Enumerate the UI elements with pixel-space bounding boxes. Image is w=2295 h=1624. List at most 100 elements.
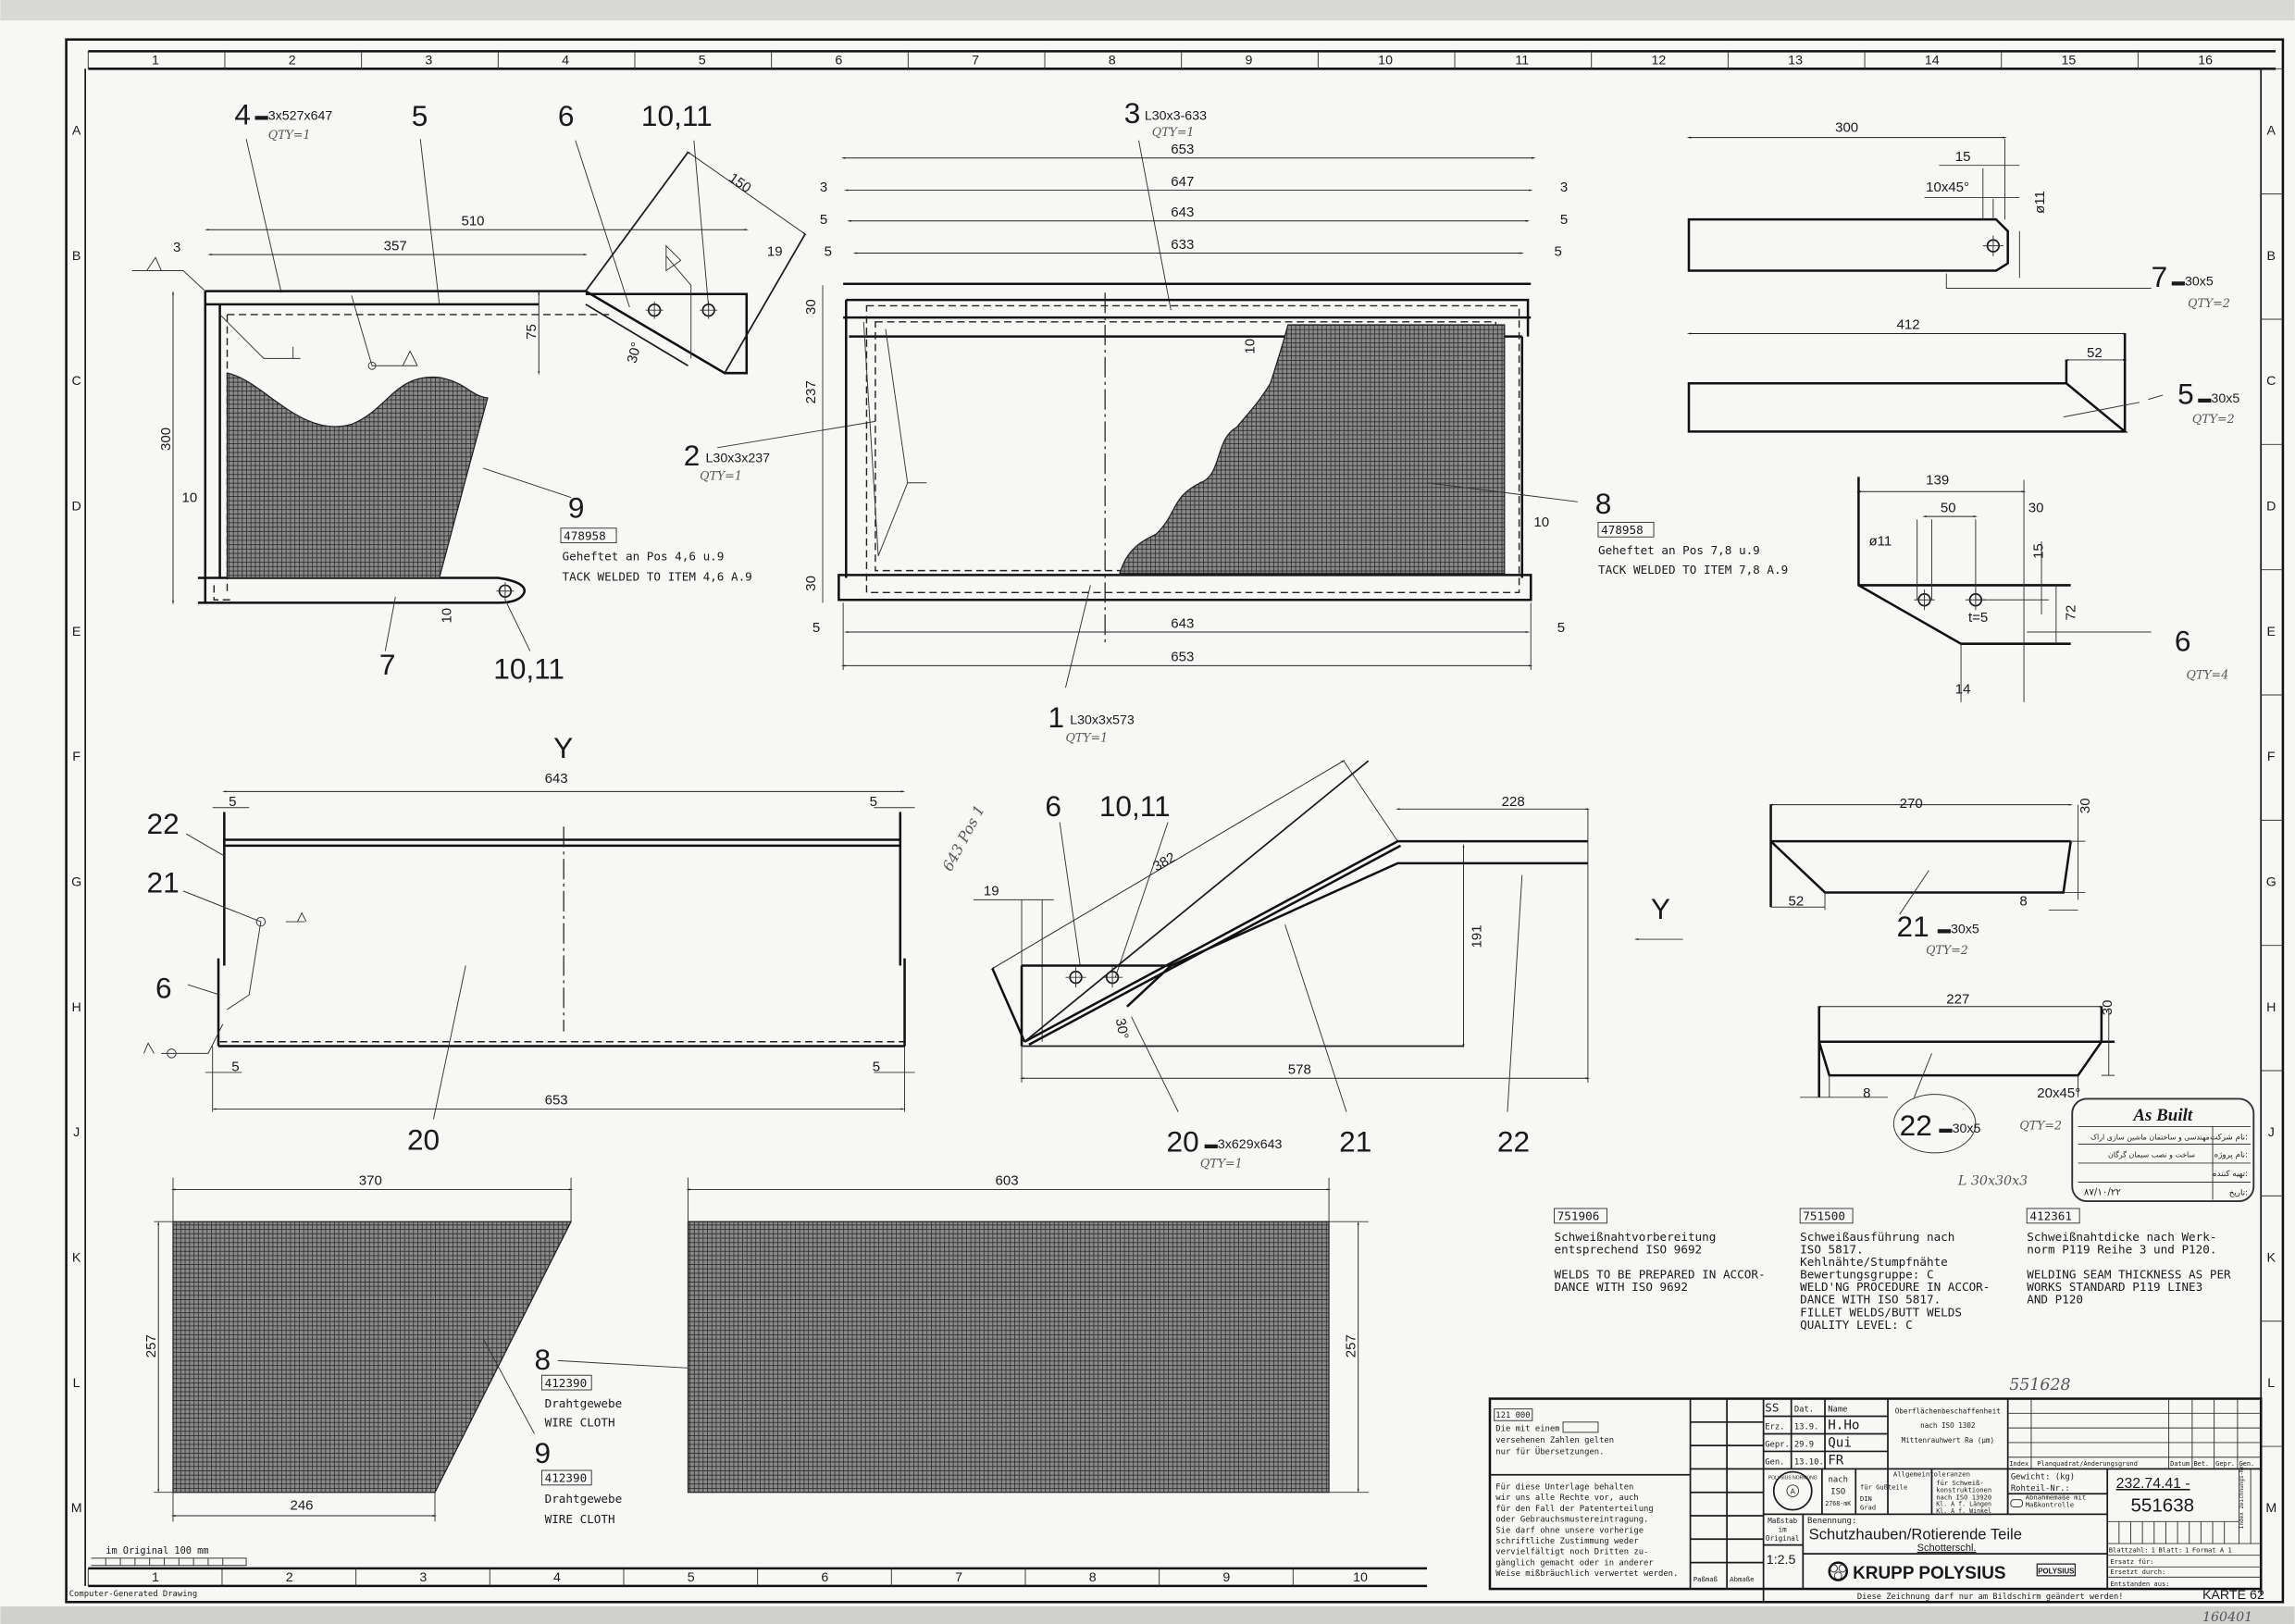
side-item-22: 22 xyxy=(1497,1124,1530,1158)
as-built-prepared-label: تهیه کننده: xyxy=(2213,1170,2248,1179)
column-number: 12 xyxy=(1652,54,1667,68)
item-2-label: 2 xyxy=(684,439,701,472)
part8-dim-603: 603 xyxy=(996,1173,1019,1189)
wire-mesh-8-partial xyxy=(1119,324,1506,575)
part9-dim-246: 246 xyxy=(290,1498,313,1514)
dim-3-right: 3 xyxy=(1560,180,1568,195)
item-4-label: 4 xyxy=(234,97,251,130)
dim-5-left-b: 5 xyxy=(825,244,832,260)
dim-3-left: 3 xyxy=(820,180,827,195)
view-y-dim-5-bl: 5 xyxy=(231,1059,239,1074)
tb-surface-1: Oberflächenbeschaffenheit xyxy=(1895,1407,2001,1415)
dim-10-right: 10 xyxy=(1533,514,1549,530)
weld-note-code: 751906 xyxy=(1557,1209,1600,1223)
bottom-column-number: 10 xyxy=(1353,1570,1368,1585)
part9-dim-370: 370 xyxy=(359,1173,382,1189)
dim-10-bottom: 10 xyxy=(439,608,454,624)
item-10-11-label: 10,11 xyxy=(641,99,713,132)
dim-30-bottom: 30 xyxy=(803,576,819,591)
side-item-20-qty: QTY=1 xyxy=(1200,1157,1243,1171)
column-number: 4 xyxy=(562,54,569,68)
tb-tol-iso: ISO xyxy=(1830,1487,1845,1496)
weld-note-line: Kehlnähte/Stumpfnähte xyxy=(1800,1255,1948,1269)
as-built-stamp: As Built نام شرکت: مهندسی و ساختمان ماشی… xyxy=(2071,1097,2255,1203)
part7-dim-15: 15 xyxy=(1955,149,1971,165)
column-number: 9 xyxy=(1245,54,1252,68)
dim-5-right-b: 5 xyxy=(1555,244,1562,260)
part21-dim-52: 52 xyxy=(1789,894,1805,910)
handwritten-ref: 551628 xyxy=(2009,1376,2070,1395)
row-letter-left: M xyxy=(71,1501,82,1516)
dim-237: 237 xyxy=(803,380,819,403)
wire-mesh-9 xyxy=(226,372,489,579)
scale-bar: im Original 100 mm xyxy=(91,1545,247,1567)
as-built-company: مهندسی و ساختمان ماشین سازی اراک xyxy=(2090,1134,2210,1142)
rights-note-line: oder Gebrauchsmustereintragung. xyxy=(1495,1516,1648,1525)
weld-note-line: WORKS STANDARD P119 LINE3 xyxy=(2027,1280,2202,1294)
handwritten-code: 160401 xyxy=(2202,1610,2252,1624)
item-3-spec: L30x3-633 xyxy=(1145,109,1207,124)
column-number: 16 xyxy=(2198,54,2213,68)
weld-note-line: DANCE WITH ISO 9692 xyxy=(1555,1280,1688,1294)
tb-translation-code: 121 000 xyxy=(1495,1411,1530,1420)
column-number: 7 xyxy=(972,54,979,68)
row-letter-left: J xyxy=(73,1125,80,1140)
rights-note-line: für den Fall der Patenterteilung xyxy=(1495,1505,1653,1514)
column-number: 15 xyxy=(2062,54,2077,68)
view-y-dim-5-tl: 5 xyxy=(229,794,236,810)
part21-number: 21 xyxy=(1897,910,1929,943)
rights-note-line: Sie darf ohne unsere vorherige xyxy=(1495,1526,1644,1535)
side-item-6: 6 xyxy=(1045,789,1061,823)
note-478958-code: 478958 xyxy=(564,528,606,542)
column-number: 1 xyxy=(152,54,159,68)
bottom-column-number: 7 xyxy=(955,1570,962,1585)
part5-spec: ▬30x5 xyxy=(2198,391,2239,406)
part22-chamfer: 20x45° xyxy=(2037,1085,2080,1101)
dim-5-left: 5 xyxy=(820,212,827,228)
row-letter-right: L xyxy=(2267,1376,2275,1391)
bottom-column-number: 9 xyxy=(1222,1570,1230,1585)
part7-dim-300: 300 xyxy=(1835,119,1858,135)
dim-5-bottom-left: 5 xyxy=(813,620,820,636)
approvals-cell: 29.9 xyxy=(1794,1441,1814,1450)
note-478958-code-b: 478958 xyxy=(1601,523,1644,537)
wire-mesh-8-blank xyxy=(687,1221,1330,1494)
mesh-9-code: 412390 xyxy=(545,1471,588,1485)
revision-header-cell: Planquadrat/Änderungsgrund xyxy=(2037,1459,2138,1468)
weld-note-line: WELDING SEAM THICKNESS AS PER xyxy=(2027,1268,2231,1282)
note-tack-weld-de-b: Geheftet an Pos 7,8 u.9 xyxy=(1598,543,1760,557)
view-y-dim-5-br: 5 xyxy=(873,1059,880,1074)
item-5-label: 5 xyxy=(412,99,428,132)
item-1-label: 1 xyxy=(1048,700,1064,734)
view-y-dim-643: 643 xyxy=(545,771,568,787)
item-3-label: 3 xyxy=(1124,96,1141,130)
mesh-8-code: 412390 xyxy=(545,1376,588,1390)
rights-note-line: schriftliche Zustimmung weder xyxy=(1495,1537,1638,1546)
dim-10-mid: 10 xyxy=(1242,339,1258,354)
part7-spec: ▬30x5 xyxy=(2172,274,2214,289)
part6-dim-30: 30 xyxy=(2028,500,2044,515)
dim-5-bottom-right: 5 xyxy=(1557,620,1565,636)
approvals-cell: Erz. xyxy=(1765,1423,1784,1432)
approvals-cell: Gen. xyxy=(1765,1458,1784,1468)
item-6-label: 6 xyxy=(558,99,575,132)
column-number: 14 xyxy=(1925,54,1940,68)
tb-company: KRUPP POLYSIUS xyxy=(1853,1564,2006,1583)
part6-dim-14: 14 xyxy=(1955,681,1971,697)
weld-note-code-box xyxy=(1554,1208,1607,1224)
tb-translation-line3: nur für Übersetzungen. xyxy=(1495,1447,1604,1457)
tb-tol-weld-3: nach ISO 13920 xyxy=(1936,1494,1991,1502)
rights-note-line: Für diese Unterlage behalten xyxy=(1495,1483,1633,1493)
rights-note-line: vervielfältigt noch Dritten zu- xyxy=(1495,1548,1648,1557)
tb-tol-title: Allgemeintoleranzen xyxy=(1893,1469,1970,1478)
approvals-header-cell: SS xyxy=(1765,1401,1779,1415)
tb-tol-len: Kl. A f. Längen xyxy=(1936,1501,1991,1508)
view-y-item-20: 20 xyxy=(407,1123,440,1157)
dim-653-bottom: 653 xyxy=(1171,650,1194,665)
row-letter-right: F xyxy=(2267,750,2276,764)
approvals-header-cell: Dat. xyxy=(1794,1406,1814,1415)
